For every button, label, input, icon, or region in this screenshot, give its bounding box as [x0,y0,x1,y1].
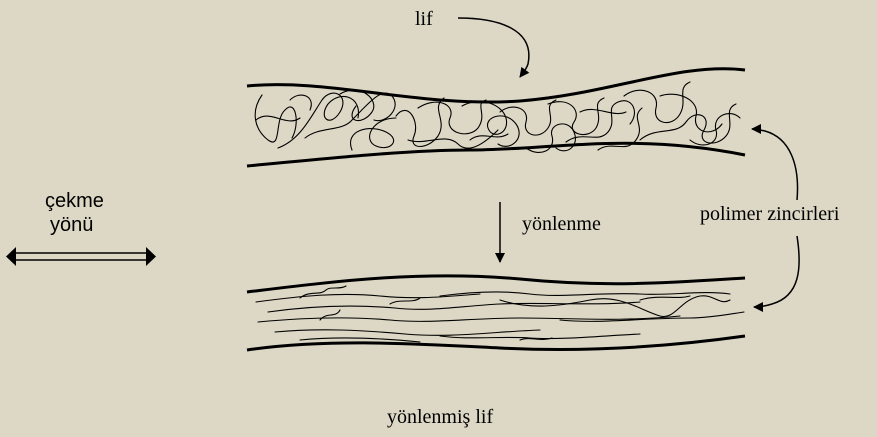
tangled-polymer-chains [255,82,740,152]
aligned-polymer-chains [256,286,744,342]
fiber-bottom-boundary-upper [247,276,745,292]
fiber-top-boundary-upper [247,69,745,102]
unoriented-fiber [247,69,745,166]
double-headed-arrow-icon [6,247,156,266]
polymer-chains-pointer-upper [752,129,798,200]
polymer-chains-pointer-lower [754,236,799,307]
draw-direction-label-line2: yönü [50,215,93,235]
lif-pointer-arrow [458,18,529,77]
fiber-top-boundary-lower [247,143,745,166]
draw-direction-label-line1: çekme [45,191,104,211]
fiber-label: lif [415,9,433,29]
oriented-fiber-label: yönlenmiş lif [387,407,493,427]
polymer-chains-label: polimer zincirleri [700,204,839,224]
oriented-fiber [247,276,745,350]
orientation-label: yönlenme [522,214,601,234]
